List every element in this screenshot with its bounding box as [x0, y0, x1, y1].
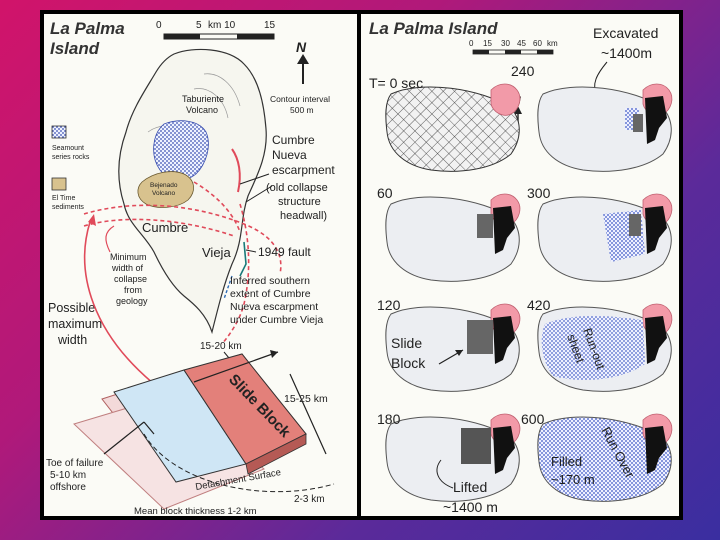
taburiente-label-line1: Taburiente [182, 94, 224, 104]
old-collapse-line2: structure [278, 196, 321, 208]
excavated-label-line1: Excavated [593, 25, 658, 41]
collapse-boundary-lines [83, 181, 282, 345]
svg-text:0: 0 [469, 39, 474, 48]
old-collapse-line1: (old collapse [266, 182, 328, 194]
possible-width-line1: Possible [48, 301, 95, 315]
filled-label-line1: Filled [551, 454, 582, 469]
svg-text:N: N [296, 39, 307, 55]
svg-text:15: 15 [483, 39, 492, 48]
scale-tick-0: 0 [156, 20, 162, 31]
sequence-title: La Palma Island [369, 19, 498, 38]
cumbre-vieja-label-b: Vieja [202, 245, 231, 260]
scale-bar: 0 5 km 10 15 [156, 20, 276, 40]
taburiente-label-line2: Volcano [186, 105, 218, 115]
slide-block-label-line1: Slide [391, 335, 422, 351]
width-15-20-label: 15-20 km [200, 341, 242, 352]
snapshot-t0 [385, 83, 521, 172]
bejenado-label-line1: Bejenado [150, 182, 178, 189]
inferred-line1: Inferred southern [230, 275, 310, 287]
min-width-line5: geology [116, 296, 148, 306]
min-width-line2: width of [111, 263, 144, 273]
time-label-0: T= 0 sec [369, 75, 423, 91]
svg-text:60: 60 [533, 39, 542, 48]
svg-text:45: 45 [517, 39, 526, 48]
old-collapse-pointer [245, 185, 273, 203]
time-label-600: 600 [521, 411, 545, 427]
inferred-line2: extent of Cumbre [230, 288, 311, 300]
svg-text:km: km [547, 39, 558, 48]
north-arrow: N [296, 39, 309, 84]
slide-block-label-line2: Block [391, 355, 426, 371]
legend-el-time-line2: sediments [52, 204, 84, 211]
landslide-sequence-panel: La Palma Island 0 15 30 45 60 km N Excav… [361, 14, 679, 516]
lifted-label-line2: ~1400 m [443, 499, 498, 515]
inferred-escarpment-line [223, 275, 233, 300]
min-width-arrow [105, 225, 115, 253]
min-width-line1: Minimum [110, 252, 147, 262]
filled-label-line2: ~170 m [551, 472, 595, 487]
mean-thickness-label: Mean block thickness 1-2 km [134, 506, 257, 516]
cumbre-vieja-label-a: Cumbre [142, 220, 188, 235]
time-label-420: 420 [527, 297, 551, 313]
min-width-line4: from [124, 285, 142, 295]
bejenado-label-line2: Volcano [152, 190, 176, 197]
legend-el-time-line1: El Time [52, 195, 75, 202]
time-label-240: 240 [511, 63, 535, 79]
legend-el-time-swatch [51, 177, 67, 191]
cumbre-nueva-label-line2: Nueva [272, 148, 307, 162]
snapshot-t180 [385, 413, 521, 502]
time-label-120: 120 [377, 297, 401, 313]
toe-failure-line1: Toe of failure [46, 458, 104, 469]
snapshot-t420 [537, 303, 673, 392]
cumbre-nueva-escarpment-line [231, 148, 241, 193]
scale-tick-5: 5 [196, 20, 202, 31]
contour-interval-line1: Contour interval [270, 94, 330, 104]
old-collapse-line3: headwall) [280, 210, 327, 222]
slide-block-diagram [73, 350, 335, 510]
snapshot-t120 [385, 303, 521, 392]
legend-seamount-line1: Seamount [52, 145, 84, 152]
inferred-line4: under Cumbre Vieja [230, 314, 323, 326]
possible-width-arrow [83, 221, 155, 385]
cumbre-nueva-label-line1: Cumbre [272, 133, 315, 147]
scale-tick-10: km 10 [208, 20, 236, 31]
excavated-label-line2: ~1400m [601, 45, 652, 61]
map-title-line1: La Palma [50, 19, 125, 38]
sequence-scale-bar: 0 15 30 45 60 km [469, 39, 558, 55]
map-title-line2: Island [50, 39, 100, 58]
time-label-180: 180 [377, 411, 401, 427]
depth-2-3-label: 2-3 km [294, 494, 325, 505]
scale-tick-15: 15 [264, 20, 276, 31]
time-label-60: 60 [377, 185, 393, 201]
fault-1949-line [239, 241, 247, 277]
time-label-300: 300 [527, 185, 551, 201]
toe-failure-line3: offshore [50, 482, 86, 493]
snapshot-t240 [537, 83, 673, 172]
lifted-label-line1: Lifted [453, 479, 487, 495]
legend-seamount-line2: series rocks [52, 154, 90, 161]
fault-1949-label: 1949 fault [258, 245, 311, 259]
legend-seamount-swatch [51, 125, 67, 139]
possible-width-line2: maximum [48, 317, 102, 331]
toe-failure-line2: 5-10 km [50, 470, 86, 481]
min-width-line3: collapse [114, 274, 147, 284]
seamount-rocks-area [153, 120, 209, 181]
cumbre-nueva-label-line3: escarpment [272, 163, 335, 177]
snapshot-t60 [385, 193, 521, 282]
contour-interval-line2: 500 m [290, 105, 314, 115]
svg-text:30: 30 [501, 39, 510, 48]
la-palma-geology-map-panel: La Palma Island 0 5 km 10 15 N Contour i… [44, 14, 357, 516]
snapshot-t300 [537, 193, 673, 282]
possible-width-line3: width [57, 333, 87, 347]
inferred-line3: Nueva escarpment [230, 301, 318, 313]
width-15-25-label: 15-25 km [284, 393, 328, 405]
fault-1949-pointer [245, 249, 257, 253]
cumbre-nueva-pointer [239, 173, 270, 185]
snapshot-t600 [537, 413, 673, 502]
el-time-sediments-area [137, 171, 194, 208]
